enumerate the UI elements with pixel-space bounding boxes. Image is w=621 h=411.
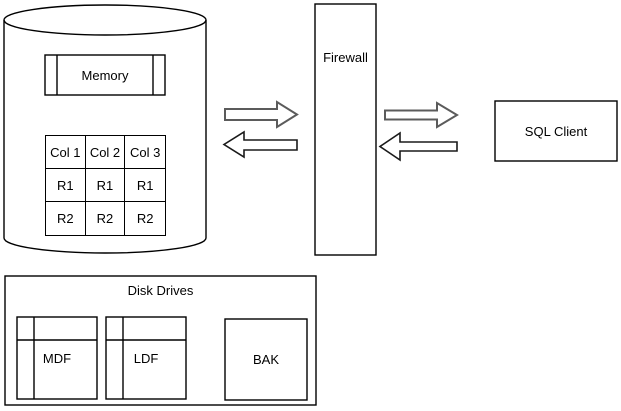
firewall-box: [314, 3, 377, 256]
arrow-firewall-to-client-icon: [384, 101, 459, 129]
database-table: Col 1 Col 2 Col 3 R1 R1 R1 R2 R2 R2: [45, 135, 166, 236]
table-header-cell: Col 1: [46, 136, 86, 169]
bak-drive-box: [224, 318, 308, 401]
ldf-drive-box: [105, 316, 187, 400]
table-header-cell: Col 2: [85, 136, 126, 169]
memory-process-box: [44, 54, 166, 96]
table-cell: R2: [136, 211, 154, 226]
table-cell: R1: [125, 169, 165, 202]
database-cylinder-top-arc: [3, 19, 207, 36]
table-cell: R1: [46, 169, 86, 202]
table-header-cell: Col 3: [125, 136, 165, 169]
sql-client-box: [494, 100, 618, 162]
table-cell: R2: [46, 202, 86, 235]
arrow-db-to-firewall-icon: [224, 100, 299, 129]
mdf-drive-box: [16, 316, 98, 400]
table-cell: R1: [85, 169, 126, 202]
table-cell: R2: [86, 202, 126, 235]
arrow-firewall-to-db-icon: [222, 130, 298, 159]
arrow-client-to-firewall-icon: [378, 131, 458, 162]
